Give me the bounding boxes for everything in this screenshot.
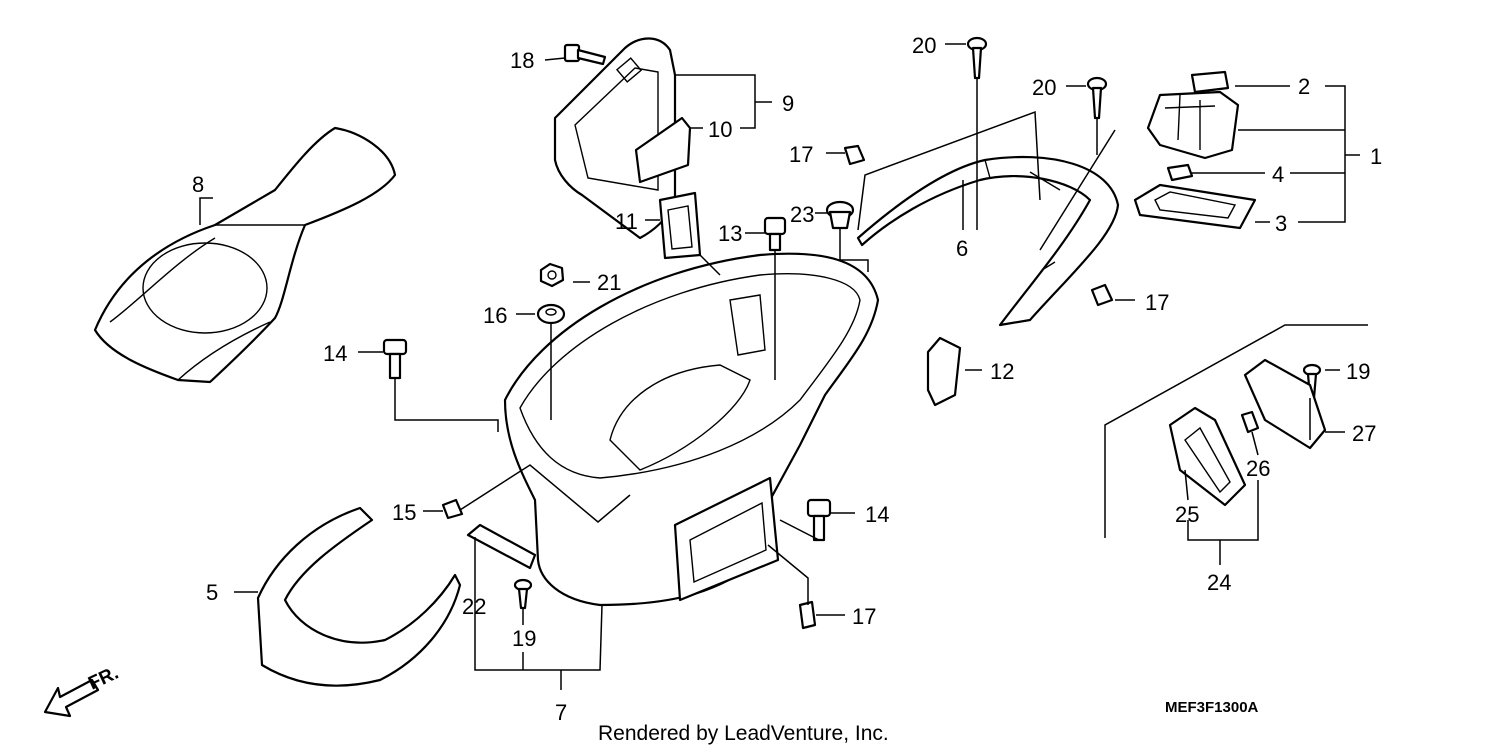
callout-5: 5 [206,580,218,605]
part-14-bolt-right[interactable] [806,498,832,542]
callout-3: 3 [1275,211,1287,236]
callout-23: 23 [790,202,814,227]
callout-7: 7 [555,700,567,725]
part-11-grommet[interactable] [658,191,702,260]
part-8-seat[interactable] [93,126,397,384]
callout-20a: 20 [912,33,936,58]
part-12-bracket[interactable] [926,336,962,407]
part-17-clip-right[interactable] [1090,283,1114,307]
part-6-rail[interactable] [856,155,1120,327]
part-18-bolt[interactable] [563,43,607,66]
callout-20b: 20 [1032,75,1056,100]
part-5-panel[interactable] [256,506,462,687]
part-25-housing[interactable] [1168,406,1247,507]
arrow-left-icon [43,678,100,718]
callout-2: 2 [1298,74,1310,99]
callout-24: 24 [1207,570,1231,595]
callout-17a: 17 [789,142,813,167]
part-10-pad[interactable] [634,116,692,184]
callout-9: 9 [782,91,794,116]
part-14-bolt-left[interactable] [382,338,408,380]
part-2-lens[interactable] [1190,70,1230,94]
part-17-clip-top[interactable] [843,144,866,166]
part-9-cover[interactable] [553,37,677,240]
sub-assembly-divider [1104,324,1368,538]
part-22-bracket[interactable] [466,523,537,570]
part-21-nut[interactable] [539,262,565,288]
part-15-clip[interactable] [441,498,464,520]
credit-line: Rendered by LeadVenture, Inc. [598,722,889,745]
callout-18: 18 [510,48,534,73]
callout-1: 1 [1370,144,1382,169]
part-13-bolt[interactable] [763,216,787,252]
callout-12: 12 [990,359,1014,384]
callout-17b: 17 [1145,290,1169,315]
callout-13: 13 [718,221,742,246]
callout-8: 8 [192,172,204,197]
part-27-lid[interactable] [1243,358,1327,450]
callout-19b: 19 [1346,359,1370,384]
callout-22: 22 [462,594,486,619]
part-26-bulb[interactable] [1240,410,1260,434]
part-7-luggage-box[interactable] [503,252,880,607]
callout-14a: 14 [323,341,347,366]
callout-labels: 1 2 3 4 5 6 7 8 9 10 11 12 13 14 14 15 1… [192,33,1382,725]
part-4-bulb[interactable] [1166,163,1194,182]
callout-26: 26 [1246,456,1270,481]
part-20-screw-left[interactable] [966,36,988,80]
part-1-housing[interactable] [1146,90,1240,160]
callout-17c: 17 [852,604,876,629]
front-direction-arrow: FR. [43,663,122,718]
callout-16: 16 [483,303,507,328]
callout-14b: 14 [865,502,889,527]
callout-15: 15 [392,500,416,525]
diagram-code: MEF3F1300A [1165,699,1259,716]
callout-6: 6 [956,236,968,261]
callout-21: 21 [597,270,621,295]
callout-27: 27 [1352,421,1376,446]
callout-11: 11 [615,209,638,234]
callout-10: 10 [708,117,732,142]
callout-4: 4 [1272,162,1284,187]
callout-19a: 19 [512,626,536,651]
part-3-base[interactable] [1133,183,1257,230]
part-20-screw-right[interactable] [1086,76,1108,120]
part-17-clip-bottom[interactable] [798,600,817,630]
part-19-screw-bottom[interactable] [513,578,533,610]
part-23-cap[interactable] [825,200,855,230]
leader-lines [199,43,1360,690]
callout-25: 25 [1175,502,1199,527]
part-16-collar[interactable] [536,303,566,325]
